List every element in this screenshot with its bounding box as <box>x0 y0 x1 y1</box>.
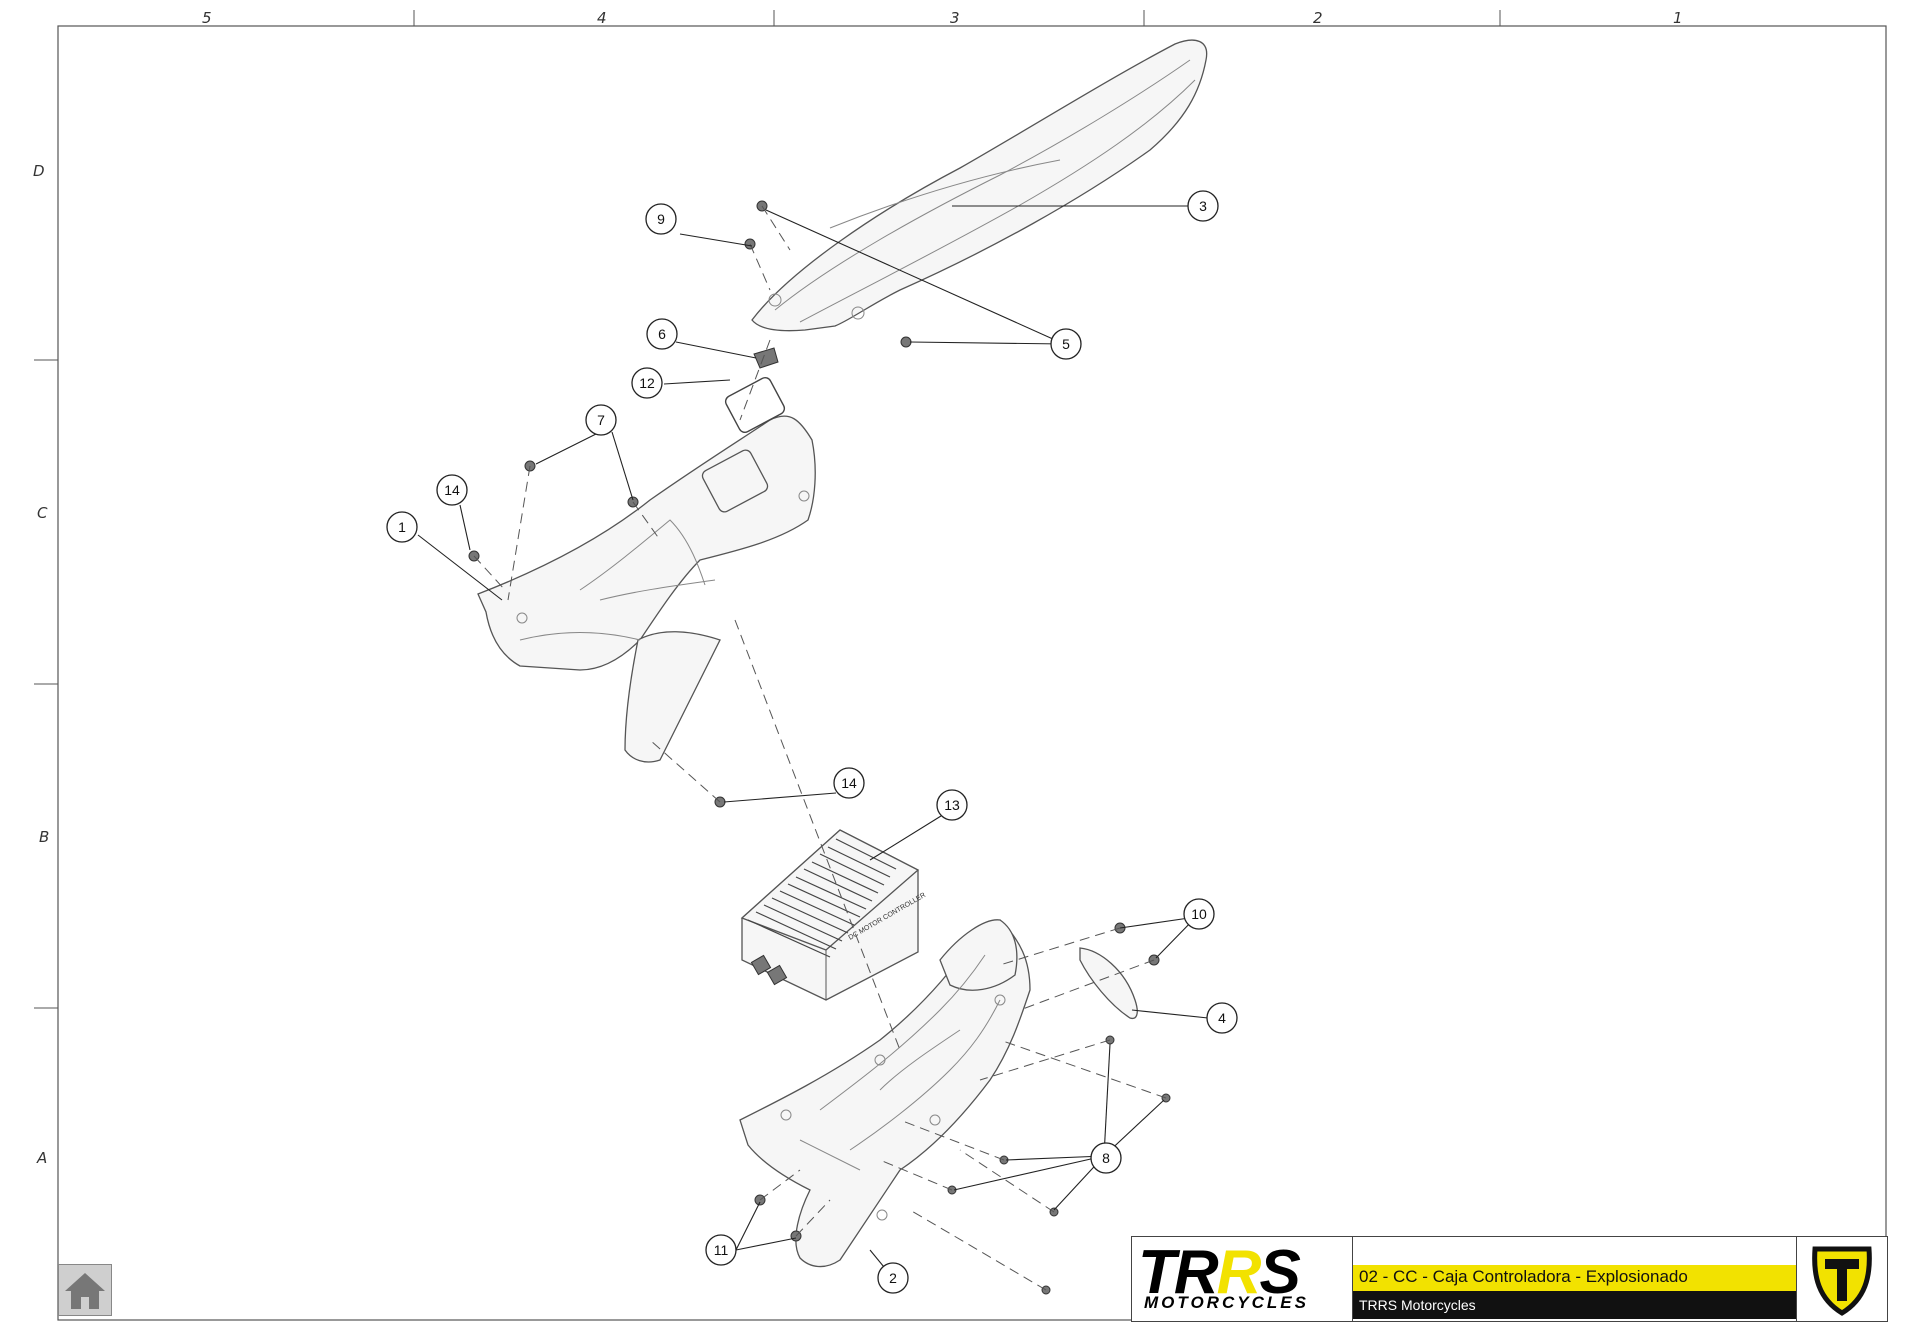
callout-label: 9 <box>657 211 665 227</box>
callout-label: 12 <box>639 375 655 391</box>
callout: 14 <box>833 767 865 799</box>
cover-plate-part <box>1079 947 1138 1020</box>
assembly-lines <box>473 205 1167 1291</box>
callout: 7 <box>585 404 617 436</box>
title-block: TRRS MOTORCYCLES 02 - CC - Caja Controla… <box>1131 1236 1888 1322</box>
callout-label: 1 <box>398 519 406 535</box>
brand-subtitle: MOTORCYCLES <box>1144 1293 1309 1312</box>
callout: 11 <box>705 1234 737 1266</box>
callout: 5 <box>1050 328 1082 360</box>
callout: 1 <box>386 511 418 543</box>
rear-fender-part <box>751 39 1208 332</box>
column-label: 2 <box>1313 9 1323 27</box>
column-label: 1 <box>1673 9 1683 27</box>
clip-part <box>753 347 779 369</box>
callout-label: 8 <box>1102 1150 1110 1166</box>
column-label: 5 <box>202 9 212 27</box>
row-label: C <box>37 504 48 522</box>
column-label: 3 <box>950 9 960 27</box>
home-icon <box>65 1273 105 1309</box>
callout-label: 14 <box>444 482 460 498</box>
callout: 2 <box>877 1262 909 1294</box>
callout-label: 5 <box>1062 336 1070 352</box>
controller-box-part: DC MOTOR CONTROLLER <box>740 829 927 1001</box>
callout: 4 <box>1206 1002 1238 1034</box>
callout-label: 4 <box>1218 1010 1226 1026</box>
callout: 12 <box>631 367 663 399</box>
home-button[interactable] <box>58 1264 112 1316</box>
callout-label: 7 <box>597 412 605 428</box>
callout: 9 <box>645 203 677 235</box>
drawing-title: 02 - CC - Caja Controladora - Explosiona… <box>1353 1265 1796 1291</box>
callout: 8 <box>1090 1142 1122 1174</box>
callout: 14 <box>436 474 468 506</box>
column-label: 4 <box>597 9 607 27</box>
callout-label: 14 <box>841 775 857 791</box>
trrs-shield-emblem-icon <box>1797 1237 1887 1321</box>
callout-label: 6 <box>658 326 666 342</box>
callout-label: 3 <box>1199 198 1207 214</box>
callout: 6 <box>646 318 678 350</box>
callout-label: 11 <box>714 1242 729 1258</box>
callout: 13 <box>936 789 968 821</box>
row-ticks <box>34 359 58 1009</box>
callout: 10 <box>1183 898 1215 930</box>
callout-label: 13 <box>944 797 960 813</box>
row-label: B <box>39 828 49 846</box>
callout: 3 <box>1187 190 1219 222</box>
title-block-info: 02 - CC - Caja Controladora - Explosiona… <box>1353 1237 1797 1321</box>
column-ticks <box>413 10 1501 26</box>
row-label: A <box>36 1149 47 1167</box>
drawing-frame <box>57 25 1887 1321</box>
gasket-part <box>724 377 786 433</box>
company-name: TRRS Motorcycles <box>1353 1291 1796 1319</box>
row-label: D <box>33 162 45 180</box>
callout-label: 10 <box>1191 906 1207 922</box>
brand-wordmark: TRRS <box>1138 1238 1301 1307</box>
trrs-logo: TRRS MOTORCYCLES <box>1132 1237 1353 1321</box>
callout-label: 2 <box>889 1270 897 1286</box>
upper-cover-part <box>477 415 816 763</box>
